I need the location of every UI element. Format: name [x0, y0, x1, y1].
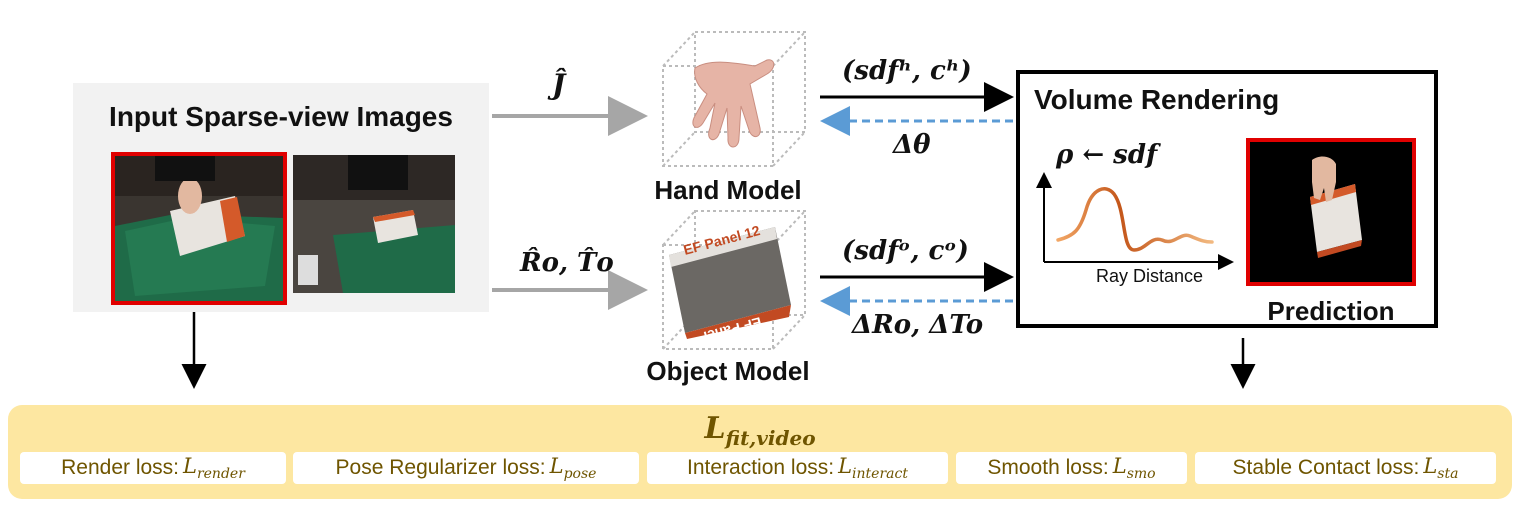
hand-model-cube [662, 31, 806, 167]
loss-item-render: Render loss: Lrender [20, 452, 286, 484]
object-model-label: Object Model [646, 356, 810, 386]
plot-xlabel: Ray Distance [1096, 266, 1204, 286]
loss-title: Lfit,video [704, 411, 816, 450]
volume-rendering-box: Volume Rendering ρ ← sdf Ray Distance Pr… [1016, 70, 1438, 328]
hand-feedback-label: Δθ [893, 130, 931, 160]
prediction-image [1246, 138, 1416, 286]
box-icon [669, 227, 791, 339]
prediction-hand-icon [1312, 156, 1336, 202]
input-title: Input Sparse-view Images [109, 101, 453, 132]
loss-panel: Lfit,video Render loss: Lrender Pose Reg… [8, 405, 1512, 499]
volume-title: Volume Rendering [1034, 84, 1280, 115]
input-panel: Input Sparse-view Images [73, 83, 489, 312]
object-pose-symbol: R̂o, T̂o [520, 248, 614, 278]
hand-pose-symbol: Ĵ [552, 68, 566, 101]
hand-icon [692, 59, 775, 148]
loss-item-stable-contact: Stable Contact loss: Lsta [1195, 452, 1496, 484]
hand-output-label: (sdfʰ, cʰ) [842, 56, 972, 86]
input-image-2 [293, 155, 455, 293]
prediction-label: Prediction [1267, 296, 1395, 326]
sdf-formula: ρ ← sdf [1056, 140, 1158, 170]
loss-item-smooth: Smooth loss: Lsmo [956, 452, 1187, 484]
object-output-label: (sdfᵒ, cᵒ) [842, 236, 969, 266]
density-curve [1056, 187, 1214, 252]
loss-item-pose: Pose Regularizer loss: Lpose [293, 452, 639, 484]
loss-item-interact: Interaction loss: Linteract [647, 452, 948, 484]
hand-model-label: Hand Model [654, 175, 802, 205]
object-model-cube: EF Panel 12 EF Panel [662, 210, 806, 350]
object-feedback-label: ΔRo, ΔTo [852, 310, 984, 340]
input-image-1 [111, 152, 287, 305]
density-plot [1036, 172, 1234, 270]
